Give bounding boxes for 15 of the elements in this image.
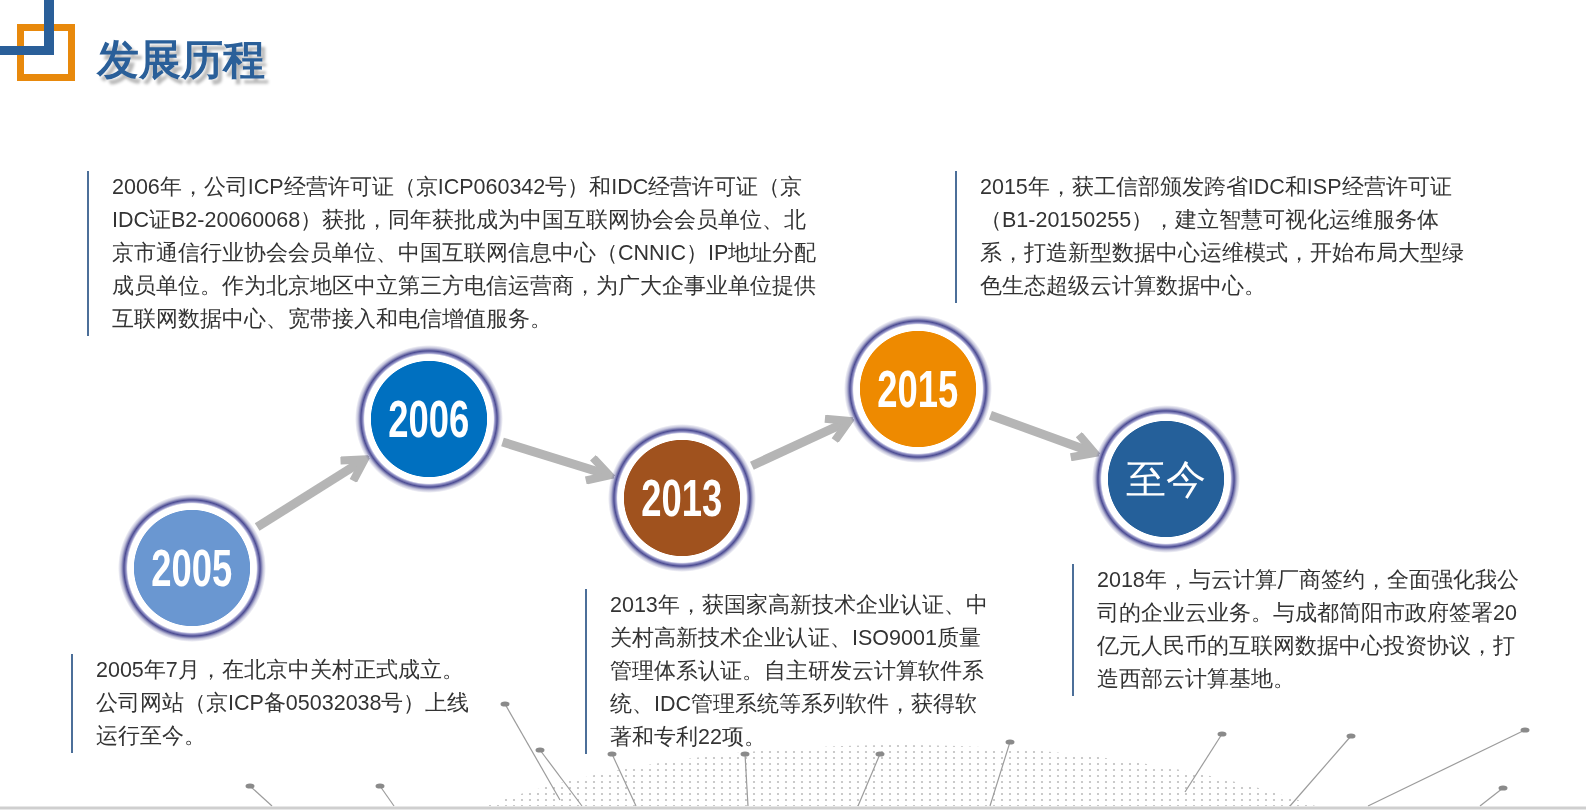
arrow [988,411,1099,462]
milestone-description: 2013年，获国家高新技术企业认证、中关村高新技术企业认证、ISO9001质量管理体系认证。自主研发云计算软件系统、IDC管理系统等系列软件，获得软著和专利22项。 [585,589,997,754]
arrow [750,414,854,470]
year-label: 2015 [877,363,959,415]
year-label: 2005 [151,542,233,594]
arrow [254,455,369,531]
milestone-description: 2005年7月，在北京中关村正式成立。公司网站（京ICP备05032038号）上线运行至今。 [71,654,483,753]
milestone-description: 2018年，与云计算厂商签约，全面强化我公司的企业云业务。与成都简阳市政府签署20亿元人民币的互联网数据中心投资协议，打造西部云计算基地。 [1072,564,1520,696]
arrow [501,437,614,485]
year-label: 2006 [388,393,470,445]
milestone-description: 2015年，获工信部颁发跨省IDC和ISP经营许可证（B1-20150255），建立智慧可视化运维服务体系，打造新型数据中心运维模式，开始布局大型绿色生态超级云计算数据中心。 [955,171,1470,303]
year-label: 2013 [641,472,723,524]
milestone-description: 2006年，公司ICP经营许可证（京ICP060342号）和IDC经营许可证（京IDC证B2-20060068）获批，同年获批成为中国互联网协会会员单位、北京市通信行业协会会员单位、中国互联网信息中心（CNNIC）IP地址分配成员单位。作为北京地区中立第三方电信运营商，为广大企事业单位提供互联网数据中心、宽带接入和电信增值服务。 [87,171,827,336]
year-label: 至今 [1126,459,1206,499]
page-title: 发展历程 [97,36,265,84]
